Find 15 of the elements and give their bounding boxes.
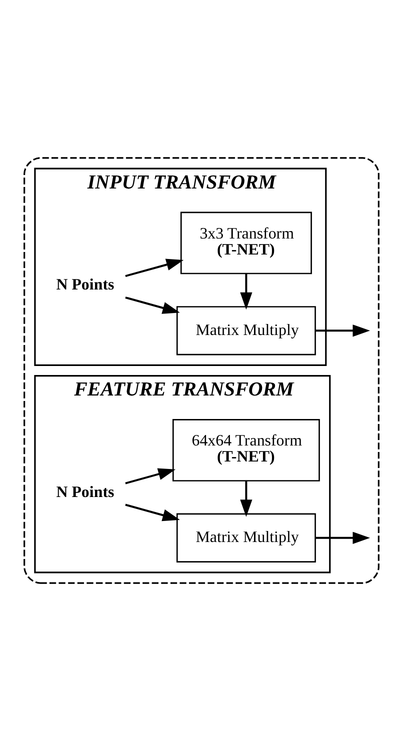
cluster bbox=[24, 156, 380, 584]
node-box: Matrix Multiply bbox=[176, 512, 316, 562]
arrow bbox=[315, 324, 370, 336]
arrow bbox=[125, 258, 184, 277]
node-box: 3x3 Transform (T-NET) bbox=[180, 211, 312, 274]
arrow bbox=[125, 468, 176, 484]
arrow bbox=[240, 480, 252, 516]
arrow bbox=[315, 531, 370, 544]
node-text: N Points bbox=[56, 276, 114, 294]
arrow bbox=[125, 503, 180, 521]
arrow bbox=[240, 273, 252, 310]
node-text: N Points bbox=[56, 483, 114, 500]
node-box: Matrix Multiply bbox=[176, 306, 316, 355]
node-box: 64x64 Transform (T-NET) bbox=[172, 418, 320, 481]
arrow bbox=[125, 296, 180, 314]
